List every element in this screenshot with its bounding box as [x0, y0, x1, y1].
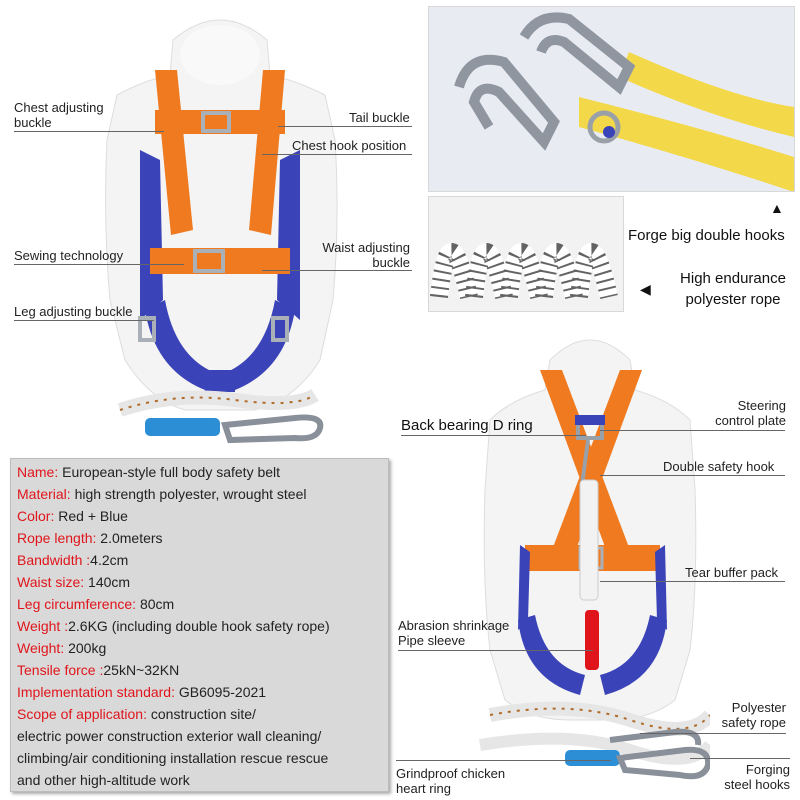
spec-scope-line-3: climbing/air conditioning installation r…	[17, 750, 329, 766]
leader-line	[262, 154, 412, 155]
spec-color: Color: Red + Blue	[17, 508, 128, 524]
leader-line	[398, 650, 593, 651]
leader-line	[14, 320, 154, 321]
leader-line	[14, 131, 164, 132]
label-forging-steel-hooks: Forging steel hooks	[724, 762, 790, 792]
leader-line	[600, 475, 785, 476]
rope-photo	[428, 196, 624, 312]
leader-line	[278, 126, 412, 127]
spec-leg-circumference: Leg circumference: 80cm	[17, 596, 175, 612]
label-tear-buffer-pack: Tear buffer pack	[685, 565, 778, 580]
spec-bandwidth: Bandwidth :4.2cm	[17, 552, 129, 568]
double-hooks-photo	[428, 6, 795, 192]
label-polyester-safety-rope: Polyester safety rope	[721, 700, 786, 730]
left-arrow-icon: ◀	[640, 281, 651, 297]
leader-line	[600, 581, 785, 582]
spec-weight: Weight :2.6KG (including double hook saf…	[17, 618, 330, 634]
label-waist-adjusting-buckle: Waist adjusting buckle	[322, 240, 410, 270]
chest-buckle	[201, 111, 231, 133]
leader-line	[396, 760, 611, 761]
label-chest-hook-position: Chest hook position	[292, 138, 407, 153]
label-sewing-technology: Sewing technology	[14, 248, 124, 263]
spec-material: Material: high strength polyester, wroug…	[17, 486, 307, 502]
label-grindproof-heart-ring: Grindproof chicken heart ring	[396, 766, 506, 796]
label-steering-control-plate: Steering control plate	[715, 398, 786, 428]
leader-line	[401, 435, 586, 436]
leader-line	[690, 758, 790, 759]
label-leg-adjusting-buckle: Leg adjusting buckle	[14, 304, 133, 319]
spec-weight-load: Weight: 200kg	[17, 640, 107, 656]
back-harness-image	[479, 339, 710, 780]
front-harness-image	[105, 19, 338, 444]
spec-scope: Scope of application: construction site/	[17, 706, 256, 722]
up-arrow-icon: ▲	[770, 200, 784, 216]
spec-panel: Name: European-style full body safety be…	[10, 458, 389, 792]
spec-name: Name: European-style full body safety be…	[17, 464, 281, 480]
label-chest-adjusting-buckle: Chest adjusting buckle	[14, 100, 104, 130]
label-back-bearing-d-ring: Back bearing D ring	[401, 417, 533, 434]
label-abrasion-pipe-sleeve: Abrasion shrinkage Pipe sleeve	[398, 618, 510, 648]
label-double-safety-hook: Double safety hook	[663, 459, 775, 474]
spec-scope-line-4: and other high-altitude work	[17, 772, 190, 788]
leader-line	[262, 270, 412, 271]
spec-tensile-force: Tensile force :25kN~32KN	[17, 662, 180, 678]
spec-waist-size: Waist size: 140cm	[17, 574, 131, 590]
label-forge-big-double-hooks: Forge big double hooks	[628, 227, 785, 244]
leader-line	[600, 430, 785, 431]
label-tail-buckle: Tail buckle	[349, 110, 410, 125]
leader-line	[640, 733, 786, 734]
label-high-endurance-rope: High endurance polyester rope	[680, 270, 786, 308]
spec-rope-length: Rope length: 2.0meters	[17, 530, 163, 546]
spec-scope-line-2: electric power construction exterior wal…	[17, 728, 322, 744]
spec-implementation-standard: Implementation standard: GB6095-2021	[17, 684, 267, 700]
leader-line	[14, 264, 184, 265]
